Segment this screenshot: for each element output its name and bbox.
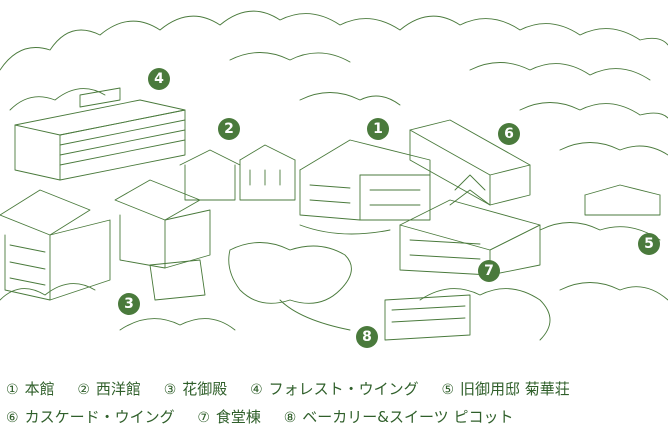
map-marker-3[interactable]: 3: [118, 293, 140, 315]
building-forest-wing: [14, 87, 186, 181]
map-marker-8[interactable]: 8: [356, 326, 378, 348]
forest-canopy: [0, 10, 668, 71]
building-hana-goten: [0, 179, 211, 301]
building-bakery: [384, 294, 471, 341]
map-marker-6[interactable]: 6: [498, 123, 520, 145]
map-marker-4[interactable]: 4: [148, 68, 170, 90]
building-honkan: [299, 139, 431, 221]
building-seiyokan: [179, 144, 296, 201]
building-kikkaso: [584, 184, 661, 216]
map-marker-5[interactable]: 5: [638, 233, 660, 255]
building-dining-hall: [399, 174, 541, 276]
map-marker-2[interactable]: 2: [218, 118, 240, 140]
map-marker-7[interactable]: 7: [478, 260, 500, 282]
garden-path: [279, 224, 391, 331]
building-cascade-wing: [409, 119, 531, 206]
map-marker-1[interactable]: 1: [367, 118, 389, 140]
